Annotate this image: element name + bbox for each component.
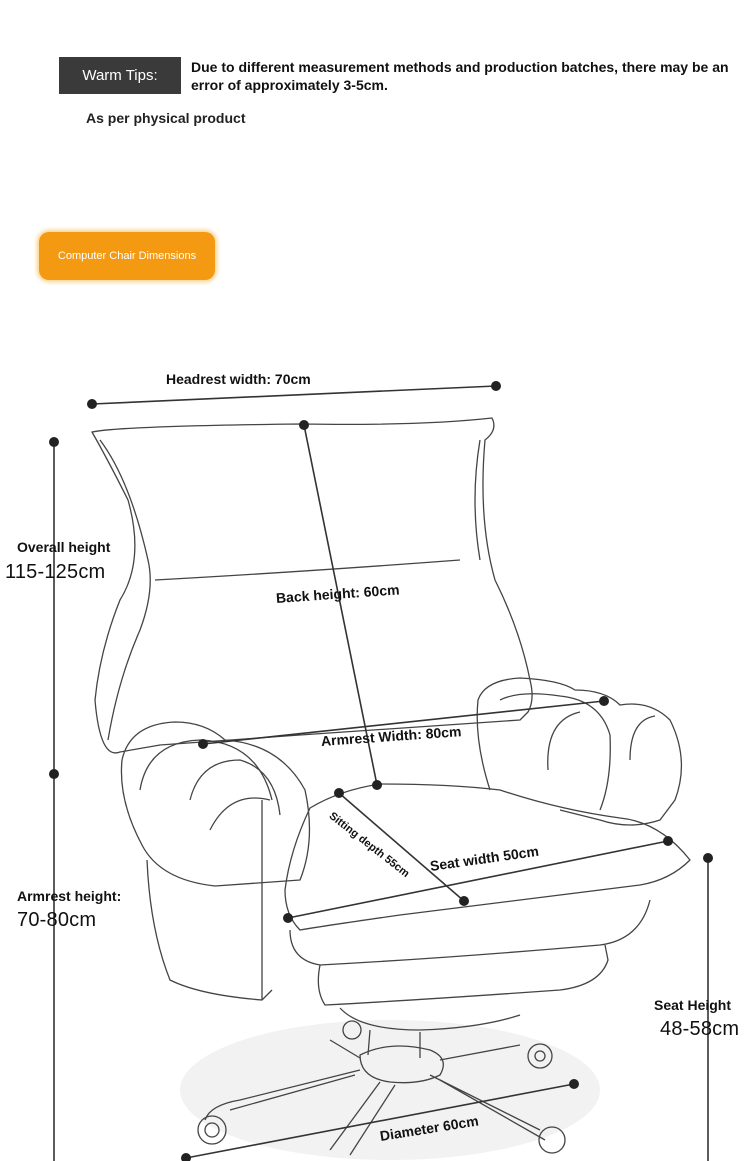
measurement-points — [49, 381, 713, 1161]
seat-height-label: Seat Height — [654, 997, 732, 1013]
chair-dimensions-badge: Computer Chair Dimensions — [39, 232, 215, 280]
overall-height-value: 115-125cm — [5, 561, 106, 583]
chair-outline — [91, 417, 691, 1156]
overall-height-label: Overall height — [17, 539, 111, 555]
warm-tips-text: Due to different measurement methods and… — [191, 59, 729, 93]
seat-height-value: 48-58cm — [660, 1018, 740, 1040]
back-height-line — [303, 424, 378, 786]
physical-product-note: As per physical product — [86, 110, 246, 126]
warm-tips-label: Warm Tips: — [59, 57, 181, 94]
armrest-height-label: Armrest height: — [17, 888, 122, 904]
floor-shadow — [180, 1020, 600, 1160]
armrest-width-line — [202, 700, 605, 745]
measurement-lines — [53, 385, 709, 1161]
headrest-width-label: Headrest width: 70cm — [166, 371, 311, 387]
diameter-line — [185, 1083, 575, 1159]
armrest-height-value: 70-80cm — [17, 909, 97, 931]
seat-width-line — [287, 840, 669, 919]
sitting-depth-line — [338, 792, 465, 902]
headrest-width-line — [91, 385, 497, 405]
